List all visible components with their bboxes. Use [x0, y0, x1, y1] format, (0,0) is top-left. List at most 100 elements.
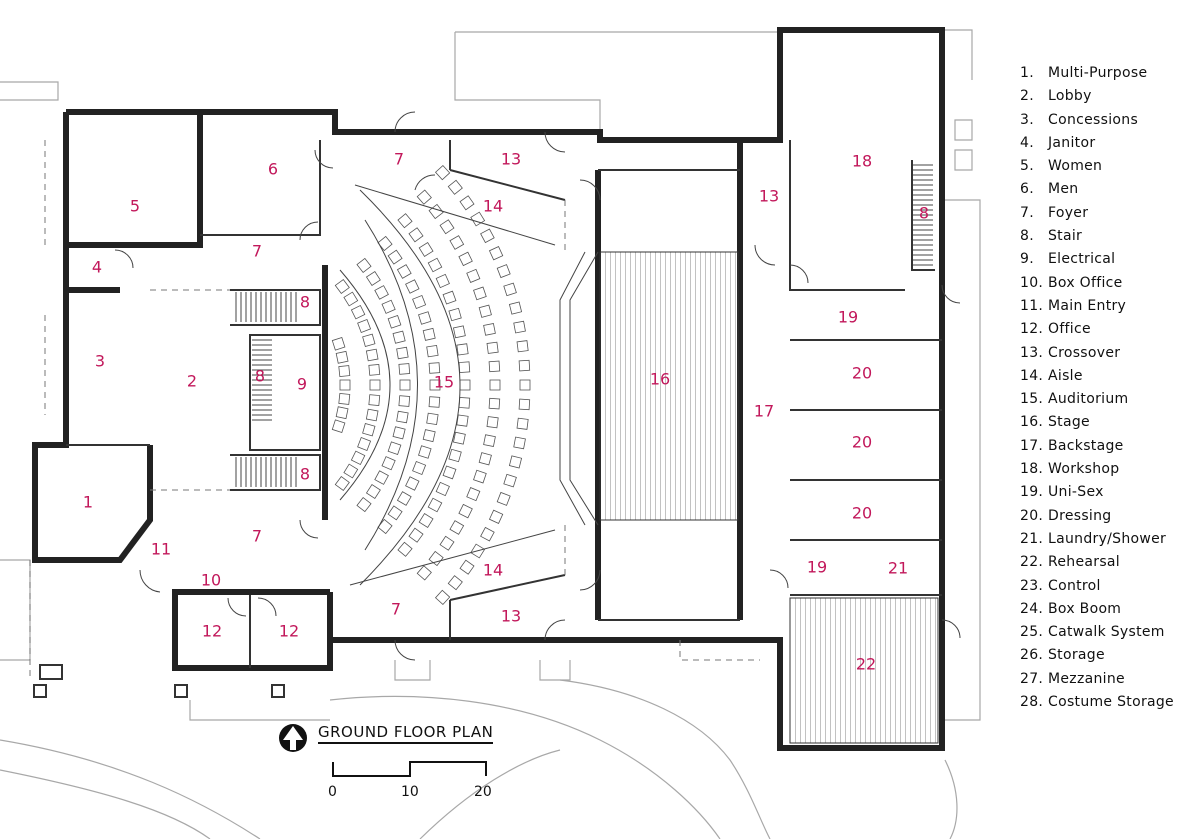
legend-item-name: Auditorium [1048, 391, 1129, 408]
room-label-unisex-bottom: 19 [807, 558, 827, 577]
interior-walls [66, 140, 942, 668]
legend-item: 28.Costume Storage [1020, 691, 1174, 714]
legend-item-name: Women [1048, 158, 1103, 175]
seat [452, 325, 466, 339]
legend-item-name: Multi-Purpose [1048, 65, 1148, 81]
seat [458, 397, 471, 409]
room-label-foyer-left-lower: 7 [252, 527, 262, 546]
room-label-box-office: 10 [201, 571, 221, 590]
legend-item-number: 2. [1020, 88, 1034, 105]
seat [496, 264, 511, 279]
seat [428, 362, 441, 374]
scale-label-0: 0 [328, 784, 337, 800]
room-label-auditorium: 15 [434, 373, 454, 392]
seat [473, 286, 487, 301]
seat [496, 491, 511, 506]
legend-item: 13.Crossover [1020, 342, 1174, 365]
seat [466, 268, 481, 283]
legend-item-number: 25. [1020, 624, 1044, 641]
seat [396, 410, 409, 424]
seat [339, 379, 351, 391]
room-label-stair-upper: 8 [300, 293, 310, 312]
legend-item: 23.Control [1020, 575, 1174, 598]
seat [480, 228, 495, 244]
legend-item: 26.Storage [1020, 644, 1174, 667]
seat [518, 398, 531, 411]
plan-title: GROUND FLOOR PLAN [318, 723, 494, 744]
seat [398, 363, 411, 375]
stair-treads [235, 164, 933, 487]
seat [357, 319, 372, 333]
legend-item-name: Costume Storage [1048, 694, 1174, 711]
seat [331, 419, 346, 433]
seat [416, 565, 432, 581]
auditorium-seating [331, 164, 531, 606]
legend-item-number: 26. [1020, 647, 1044, 664]
seat [418, 513, 434, 528]
seat [480, 526, 495, 542]
legend-item: 6.Men [1020, 178, 1174, 201]
rehearsal-floor [789, 597, 939, 744]
seat [405, 476, 420, 491]
legend-item-number: 19. [1020, 484, 1044, 501]
legend-item-name: Backstage [1048, 437, 1124, 454]
seat [392, 426, 406, 440]
legend-item-name: Catwalk System [1048, 624, 1165, 641]
seat [418, 242, 434, 257]
seat [405, 279, 420, 294]
legend-item-number: 5. [1020, 158, 1034, 175]
seat [435, 273, 450, 289]
seat [486, 341, 499, 354]
seat [368, 364, 381, 376]
legend-item: 25.Catwalk System [1020, 621, 1174, 644]
room-label-office-right: 12 [279, 622, 299, 641]
room-label-lobby: 2 [187, 372, 197, 391]
seat [503, 282, 517, 297]
legend-item-number: 22. [1020, 554, 1044, 571]
legend-item: 19.Uni-Sex [1020, 481, 1174, 504]
seat [434, 589, 451, 606]
seat [392, 330, 406, 344]
seat [486, 416, 499, 429]
seat [508, 301, 523, 315]
scale-label-20: 20 [474, 784, 492, 800]
seat [396, 264, 412, 279]
seat [513, 436, 526, 450]
seat [473, 469, 487, 484]
seat [448, 307, 462, 322]
room-label-crossover-bottom: 13 [501, 607, 521, 626]
room-label-workshop: 18 [852, 152, 872, 171]
seat [428, 203, 444, 220]
seat [478, 452, 492, 466]
seat [449, 520, 465, 535]
seat [334, 475, 350, 492]
seat [397, 213, 413, 229]
seat [387, 314, 402, 329]
room-label-stair-lower: 8 [300, 465, 310, 484]
room-label-aisle-top: 14 [483, 197, 503, 216]
legend-item-name: Office [1048, 321, 1091, 338]
seat [331, 337, 346, 351]
room-label-foyer-left-upper: 7 [252, 242, 262, 261]
seat [343, 291, 359, 307]
seat [343, 463, 359, 479]
room-label-women: 5 [130, 197, 140, 216]
seat [418, 311, 432, 325]
seat [377, 235, 393, 252]
legend-item-name: Storage [1048, 647, 1105, 664]
room-label-concessions: 3 [95, 352, 105, 371]
seat [334, 278, 350, 295]
seat [439, 219, 455, 235]
seat [458, 251, 473, 267]
seat [374, 470, 389, 485]
room-label-laundry: 21 [888, 559, 908, 578]
room-label-backstage: 17 [754, 402, 774, 421]
seat [422, 429, 436, 443]
legend-item: 14.Aisle [1020, 365, 1174, 388]
seat [350, 304, 366, 320]
seat [365, 271, 381, 286]
scale-label-10: 10 [401, 784, 419, 800]
legend-item-number: 3. [1020, 111, 1034, 128]
legend-item-name: Box Office [1048, 274, 1123, 291]
seat [426, 412, 439, 426]
